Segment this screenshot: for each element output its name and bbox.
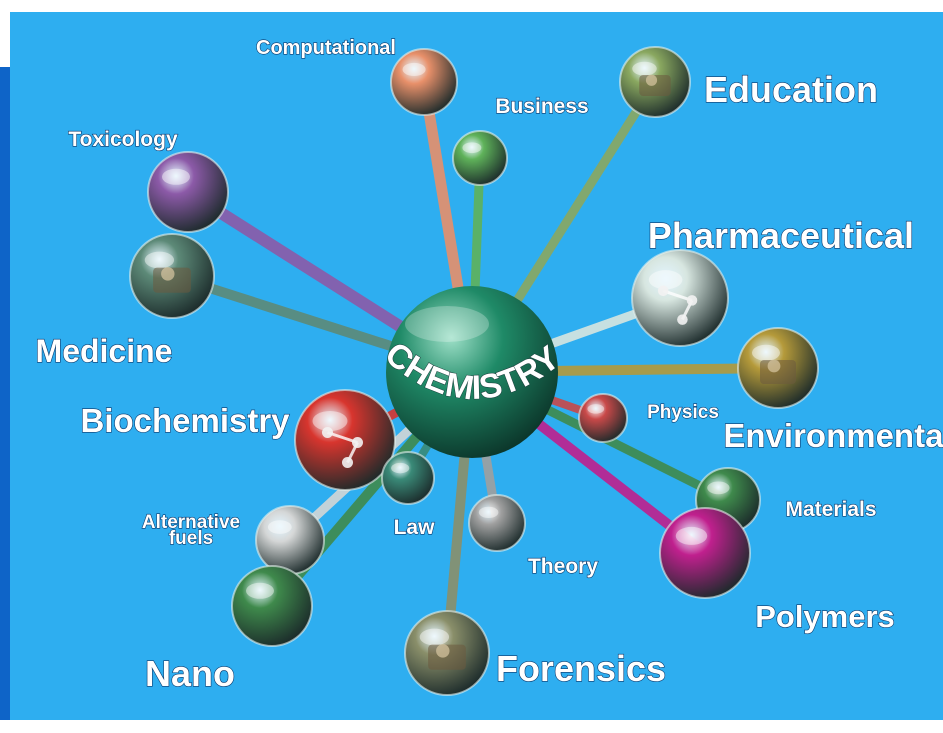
- node-spheres: [129, 46, 819, 696]
- label-environmental: Environmental: [723, 417, 943, 454]
- biochemistry-sphere: [294, 389, 396, 491]
- law-sphere: [381, 451, 435, 505]
- photo-icon: [153, 267, 191, 293]
- label-polymers: Polymers: [755, 599, 895, 634]
- physics-sphere: [578, 393, 628, 443]
- photo-icon: [428, 644, 466, 670]
- label-education: Education: [704, 69, 878, 110]
- nano-sphere: [231, 565, 313, 647]
- label-nano: Nano: [145, 653, 235, 694]
- medicine-sphere: [129, 233, 215, 319]
- polymers-sphere: [659, 507, 751, 599]
- label-law: Law: [394, 516, 436, 539]
- forensics-sphere: [404, 610, 490, 696]
- toxicology-sphere: [147, 151, 229, 233]
- label-theory: Theory: [528, 555, 598, 578]
- photo-icon: [639, 74, 671, 96]
- pharmaceutical-sphere: [631, 249, 729, 347]
- label-computational: Computational: [256, 37, 396, 59]
- molecule-icon: [657, 285, 698, 325]
- label-medicine: Medicine: [36, 333, 173, 369]
- theory-sphere: [468, 494, 526, 552]
- alternative-fuels-sphere: [255, 505, 325, 575]
- business-sphere: [452, 130, 508, 186]
- label-business: Business: [495, 95, 588, 118]
- label-materials: Materials: [785, 498, 876, 521]
- environmental-sphere: [737, 327, 819, 409]
- molecule-icon: [322, 427, 363, 468]
- photo-icon: [760, 359, 796, 384]
- hub-sphere-group: CHEMISTRY: [377, 286, 568, 458]
- computational-sphere: [390, 48, 458, 116]
- label-biochemistry: Biochemistry: [80, 402, 290, 439]
- education-sphere: [619, 46, 691, 118]
- label-toxicology: Toxicology: [68, 128, 178, 151]
- hub-sphere: [386, 286, 558, 458]
- label-forensics: Forensics: [496, 648, 666, 689]
- label-physics: Physics: [647, 402, 719, 423]
- label-pharmaceutical: Pharmaceutical: [648, 215, 914, 256]
